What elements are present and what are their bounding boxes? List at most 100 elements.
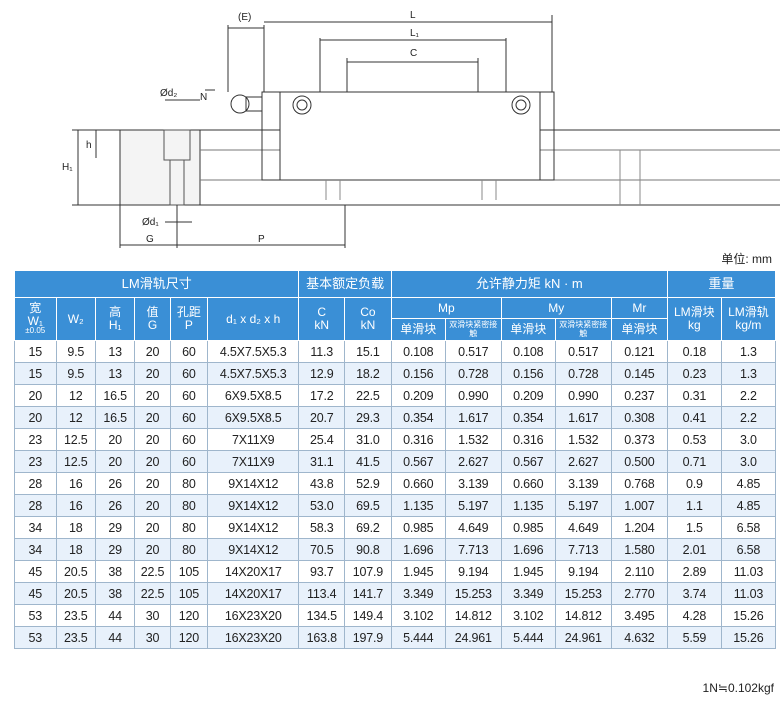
table-cell: 0.728 xyxy=(444,362,502,385)
group-header-weight: 重量 xyxy=(666,270,777,298)
table-cell: 5.197 xyxy=(554,494,612,517)
col-header-co-text: Co xyxy=(360,305,376,320)
table-cell: 9.5 xyxy=(55,340,96,363)
dim-d1-label: Ød₁ xyxy=(142,217,159,228)
table-cell: 20 xyxy=(134,406,171,429)
table-cell: 15.253 xyxy=(554,582,612,605)
table-cell: 2.2 xyxy=(720,384,777,407)
col-header-lm-block: LM滑块 kg xyxy=(666,297,722,341)
table-cell: 53 xyxy=(14,626,57,649)
table-cell: 1.135 xyxy=(500,494,556,517)
table-cell: 16X23X20 xyxy=(207,604,300,627)
table-cell: 1.945 xyxy=(500,560,556,583)
table-cell: 53.0 xyxy=(298,494,346,517)
table-cell: 149.4 xyxy=(344,604,392,627)
table-cell: 3.139 xyxy=(554,472,612,495)
table-cell: 0.308 xyxy=(610,406,668,429)
table-cell: 24.961 xyxy=(444,626,502,649)
col-header-mr-single: 单滑块 xyxy=(610,318,668,341)
table-cell: 16.5 xyxy=(94,384,136,407)
table-cell: 17.2 xyxy=(298,384,346,407)
col-header-lm-rail-unit: kg/m xyxy=(735,318,762,332)
table-cell: 20 xyxy=(134,340,171,363)
dim-l1-label: L₁ xyxy=(410,28,420,39)
table-cell: 20 xyxy=(14,384,57,407)
table-cell: 14.812 xyxy=(444,604,502,627)
group-header-lm-rail: LM滑轨尺寸 xyxy=(13,270,300,298)
table-cell: 23 xyxy=(14,428,57,451)
col-header-h1: 高 H₁ xyxy=(94,297,136,341)
table-cell: 58.3 xyxy=(298,516,346,539)
table-cell: 0.567 xyxy=(390,450,446,473)
table-cell: 6X9.5X8.5 xyxy=(207,406,300,429)
table-cell: 20 xyxy=(94,450,136,473)
table-cell: 5.444 xyxy=(390,626,446,649)
col-header-lm-rail: LM滑轨 kg/m xyxy=(720,297,777,341)
unit-label: 单位: mm xyxy=(721,252,772,266)
table-cell: 18 xyxy=(55,516,96,539)
table-cell: 0.373 xyxy=(610,428,668,451)
table-cell: 2.89 xyxy=(666,560,722,583)
table-cell: 9.194 xyxy=(554,560,612,583)
table-cell: 23.5 xyxy=(55,604,96,627)
table-cell: 6X9.5X8.5 xyxy=(207,384,300,407)
table-cell: 14X20X17 xyxy=(207,560,300,583)
table-cell: 1.945 xyxy=(390,560,446,583)
col-header-mp-double: 双滑块紧密接触 xyxy=(444,318,502,341)
table-cell: 4.5X7.5X5.3 xyxy=(207,362,300,385)
table-cell: 107.9 xyxy=(344,560,392,583)
col-header-my-double: 双滑块紧密接触 xyxy=(554,318,612,341)
table-cell: 3.74 xyxy=(666,582,722,605)
table-cell: 6.58 xyxy=(720,538,777,561)
table-cell: 7X11X9 xyxy=(207,450,300,473)
table-cell: 4.28 xyxy=(666,604,722,627)
table-cell: 9X14X12 xyxy=(207,538,300,561)
table-cell: 20 xyxy=(134,494,171,517)
table-cell: 11.3 xyxy=(298,340,346,363)
table-cell: 38 xyxy=(94,560,136,583)
table-cell: 120 xyxy=(169,626,209,649)
col-header-my: My xyxy=(500,297,612,319)
table-cell: 3.349 xyxy=(390,582,446,605)
table-cell: 141.7 xyxy=(344,582,392,605)
table-cell: 15.253 xyxy=(444,582,502,605)
table-cell: 16 xyxy=(55,472,96,495)
table-cell: 0.209 xyxy=(500,384,556,407)
table-cell: 7.713 xyxy=(554,538,612,561)
table-cell: 80 xyxy=(169,494,209,517)
col-header-h1-sym: H₁ xyxy=(108,318,122,332)
table-cell: 14.812 xyxy=(554,604,612,627)
table-cell: 0.108 xyxy=(390,340,446,363)
table-cell: 105 xyxy=(169,560,209,583)
table-cell: 16.5 xyxy=(94,406,136,429)
table-cell: 0.18 xyxy=(666,340,722,363)
linear-guide-drawing: (E) L L₁ C N Ød₂ Ød₁ h H₁ G P xyxy=(62,10,780,248)
table-cell: 0.517 xyxy=(554,340,612,363)
table-cell: 0.71 xyxy=(666,450,722,473)
table-cell: 15.26 xyxy=(720,626,777,649)
table-cell: 0.31 xyxy=(666,384,722,407)
table-cell: 20.7 xyxy=(298,406,346,429)
table-cell: 0.23 xyxy=(666,362,722,385)
table-cell: 29.3 xyxy=(344,406,392,429)
table-cell: 0.985 xyxy=(390,516,446,539)
table-cell: 113.4 xyxy=(298,582,346,605)
table-cell: 1.617 xyxy=(444,406,502,429)
table-cell: 0.500 xyxy=(610,450,668,473)
table-cell: 9X14X12 xyxy=(207,472,300,495)
dim-h-label: h xyxy=(86,140,92,151)
table-cell: 20.5 xyxy=(55,582,96,605)
col-header-w1: 宽 W₁ ±0.05 xyxy=(14,297,57,341)
table-cell: 0.990 xyxy=(554,384,612,407)
table-cell: 2.627 xyxy=(554,450,612,473)
table-cell: 60 xyxy=(169,406,209,429)
col-header-p-sym: P xyxy=(184,318,193,332)
table-cell: 0.316 xyxy=(390,428,446,451)
table-cell: 60 xyxy=(169,428,209,451)
